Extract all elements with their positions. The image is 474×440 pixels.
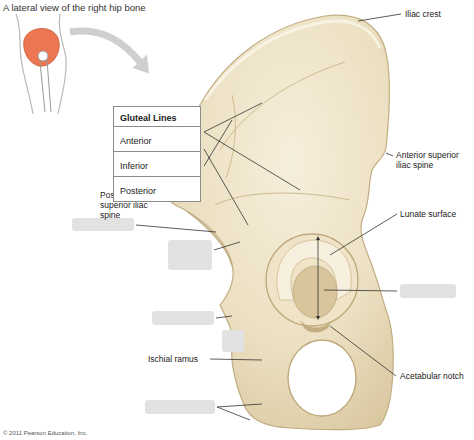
leader-line <box>217 404 262 407</box>
leader-line <box>204 103 262 132</box>
leader-line <box>216 316 232 318</box>
iliac-crest-edge <box>205 21 380 100</box>
leader-line <box>330 214 397 255</box>
part-label: Anterior superior iliac spine <box>396 150 470 170</box>
blank-label <box>222 330 244 352</box>
table-row: Inferior <box>114 151 200 176</box>
table-row-label: Inferior <box>120 161 148 171</box>
table-row: Posterior <box>114 176 200 201</box>
blank-label <box>145 400 215 414</box>
leader-line <box>136 225 216 232</box>
part-label: Ischial ramus <box>148 354 208 364</box>
gluteal-line <box>226 95 235 178</box>
leader-line <box>330 326 396 376</box>
part-label: Acetabular notch <box>400 371 472 381</box>
acetabulum-rim <box>266 234 358 326</box>
leader-line <box>204 132 300 190</box>
body-outline <box>58 14 66 114</box>
blank-label-fields <box>72 218 456 414</box>
acetabular-fossa <box>293 266 337 318</box>
table-row-label: Anterior <box>120 136 152 146</box>
blank-label <box>400 284 456 298</box>
gluteal-line <box>220 62 345 150</box>
legend-table: Gluteal LinesAnteriorInferiorPosterior <box>113 106 201 202</box>
leader-line <box>217 407 250 420</box>
leader-lines <box>136 14 401 420</box>
blank-label <box>152 311 214 325</box>
pointer-arrowhead <box>133 55 150 74</box>
copyright-note: © 2011 Pearson Education, Inc. <box>3 430 163 437</box>
body-outline <box>16 14 33 114</box>
leader-line <box>204 149 248 225</box>
leader-line <box>358 14 401 21</box>
hip-bone <box>168 15 393 430</box>
acetabular-notch-gap <box>300 320 332 333</box>
femur-outline <box>40 60 51 112</box>
body-inset <box>16 14 66 114</box>
pointer-arrow <box>70 31 140 62</box>
leader-line <box>210 359 262 360</box>
leader-line <box>386 153 393 156</box>
leader-line <box>204 120 232 166</box>
blank-label <box>168 240 212 270</box>
table-heading: Gluteal Lines <box>114 109 183 126</box>
hip-bone-highlight <box>24 28 60 66</box>
leader-line <box>324 290 397 291</box>
measure-arrow <box>318 238 319 318</box>
table-row: Anterior <box>114 126 200 151</box>
leader-line <box>214 242 240 250</box>
part-label: Iliac crest <box>405 9 469 19</box>
part-label: Lunate surface <box>400 209 470 219</box>
table-row-label: Posterior <box>120 186 156 196</box>
diagram-title: A lateral view of the right hip bone <box>3 2 263 13</box>
femur-head <box>38 51 48 61</box>
obturator-foramen <box>288 340 356 416</box>
